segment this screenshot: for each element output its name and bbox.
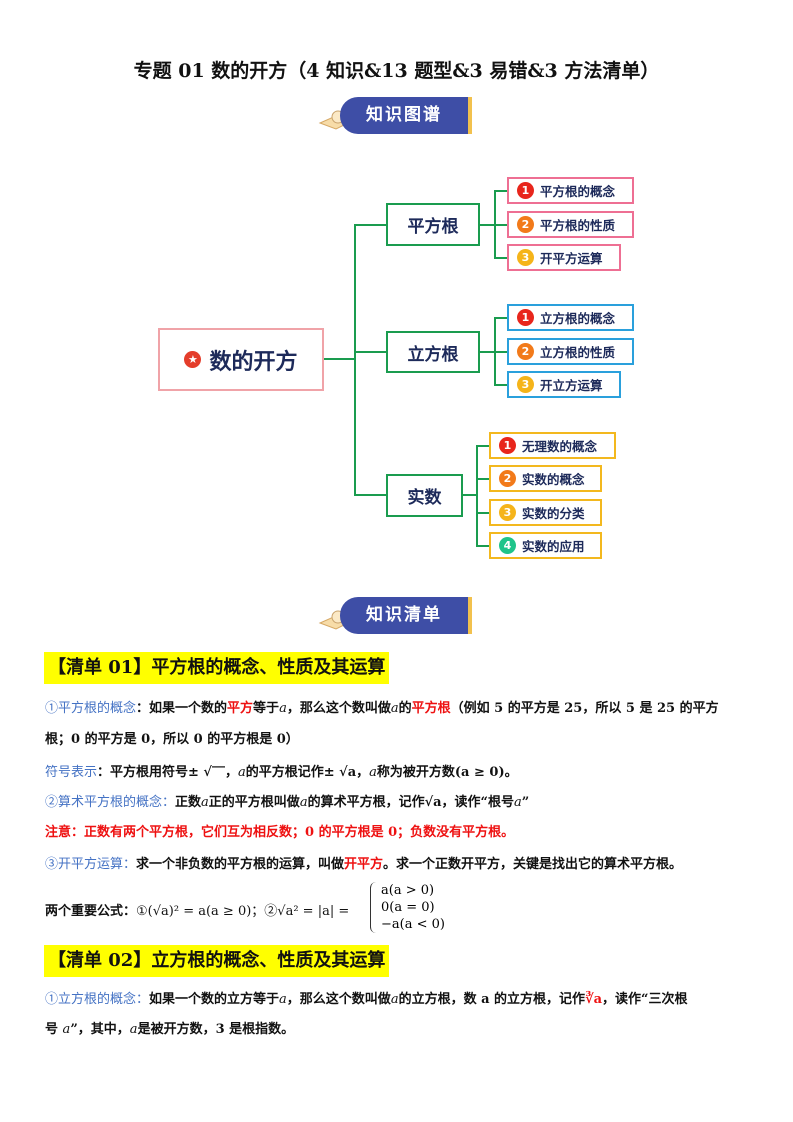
leaf-node: 3 实数的分类	[489, 499, 602, 526]
section-heading-01: 【清单 01】平方根的概念、性质及其运算	[44, 652, 390, 684]
section-heading-02: 【清单 02】立方根的概念、性质及其运算	[44, 945, 390, 977]
leaf-node: 3 开立方运算	[507, 371, 621, 398]
number-badge: 3	[517, 249, 534, 266]
paragraph: ①平方根的概念：如果一个数的平方等于a，那么这个数叫做a的平方根（例如 5 的平…	[45, 701, 719, 716]
paragraph: ①立方根的概念：如果一个数的立方等于a，那么这个数叫做a的立方根，数 a 的立方…	[45, 992, 688, 1007]
leaf-node: 1 无理数的概念	[489, 432, 616, 459]
leaf-node: 2 平方根的性质	[507, 211, 634, 238]
leaf-label: 平方根的概念	[540, 184, 616, 199]
paragraph: 根；0 的平方是 0，所以 0 的平方根是 0）	[45, 732, 299, 747]
note-paragraph: 注意：正数有两个平方根，它们互为相反数；0 的平方根是 0；负数没有平方根。	[45, 825, 515, 840]
case: a(a > 0)	[381, 883, 435, 898]
leaf-label: 实数的分类	[522, 506, 585, 521]
paragraph: ③开平方运算：求一个非负数的平方根的运算，叫做开平方。求一个正数开平方，关键是找…	[45, 857, 683, 872]
leaf-label: 无理数的概念	[522, 439, 598, 454]
leaf-node: 1 立方根的概念	[507, 304, 634, 331]
leaf-label: 实数的应用	[522, 539, 585, 554]
leaf-node: 1 平方根的概念	[507, 177, 634, 204]
number-badge: 2	[517, 216, 534, 233]
number-badge: 1	[499, 437, 516, 454]
leaf-label: 立方根的概念	[540, 311, 616, 326]
paragraph: 号 a”，其中，a是被开方数，3 是根指数。	[45, 1022, 295, 1037]
piecewise-cases: a(a > 0) 0(a = 0) −a(a < 0)	[370, 882, 445, 933]
number-badge: 3	[517, 376, 534, 393]
leaf-node: 2 实数的概念	[489, 465, 602, 492]
paragraph: 符号表示：平方根用符号± √‾‾，a的平方根记作± √a，a称为被开方数(a ≥…	[45, 765, 518, 780]
banner-knowledge-map: 知识图谱	[318, 97, 472, 134]
number-badge: 2	[499, 470, 516, 487]
formula-line: 两个重要公式：①(√a)² = a(a ≥ 0)；②√a² = |a| =	[45, 904, 350, 919]
banner-label: 知识清单	[340, 597, 472, 634]
case: −a(a < 0)	[381, 917, 445, 932]
case: 0(a = 0)	[381, 900, 435, 915]
branch-real-numbers: 实数	[386, 474, 463, 517]
leaf-label: 立方根的性质	[540, 345, 616, 360]
leaf-label: 平方根的性质	[540, 218, 616, 233]
branch-cube-root: 立方根	[386, 331, 480, 373]
page-title: 专题 01 数的开方（4 知识&13 题型&3 易错&3 方法清单）	[133, 60, 660, 82]
banner-label: 知识图谱	[340, 97, 472, 134]
leaf-node: 2 立方根的性质	[507, 338, 634, 365]
leaf-node: 3 开平方运算	[507, 244, 621, 271]
leaf-label: 开平方运算	[540, 251, 603, 266]
branch-square-root: 平方根	[386, 203, 480, 246]
leaf-label: 实数的概念	[522, 472, 585, 487]
number-badge: 2	[517, 343, 534, 360]
banner-knowledge-list: 知识清单	[318, 597, 472, 634]
mindmap-root: ★ 数的开方	[158, 328, 324, 391]
paragraph: ②算术平方根的概念：正数a正的平方根叫做a的算术平方根，记作√a，读作“根号a”	[45, 795, 530, 810]
number-badge: 3	[499, 504, 516, 521]
number-badge: 4	[499, 537, 516, 554]
number-badge: 1	[517, 309, 534, 326]
root-label: 数的开方	[209, 349, 298, 375]
leaf-node: 4 实数的应用	[489, 532, 602, 559]
number-badge: 1	[517, 182, 534, 199]
star-icon: ★	[184, 351, 202, 368]
leaf-label: 开立方运算	[540, 378, 603, 393]
